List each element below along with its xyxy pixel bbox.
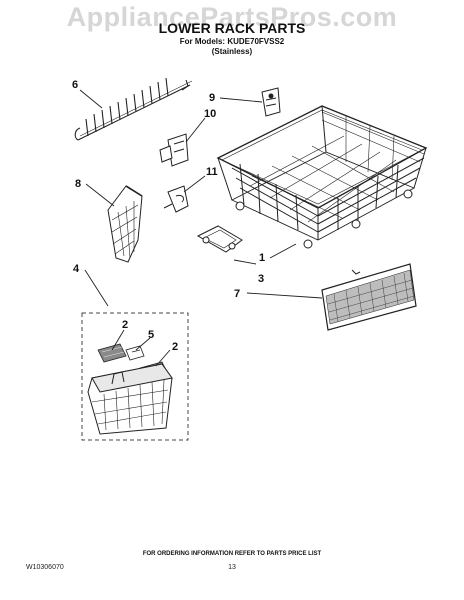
variant-line: (Stainless)	[211, 47, 253, 56]
watermark: AppliancePartsPros.com	[66, 2, 398, 32]
part-11-hook	[163, 185, 189, 213]
part-10-bracket	[159, 133, 189, 167]
models-line: For Models: KUDE70FVSS2	[179, 37, 285, 46]
part-9-clip	[261, 87, 281, 117]
page-title: LOWER RACK PARTS	[158, 20, 306, 36]
callout-8: 8	[75, 178, 81, 190]
leader-lines	[79, 89, 323, 367]
callout-2-right: 2	[172, 341, 178, 353]
callout-1: 1	[259, 252, 265, 264]
callout-9: 9	[209, 92, 215, 104]
part-1-lower-rack	[216, 105, 428, 249]
part-6-tine-row	[74, 77, 193, 141]
part-7-screen	[321, 263, 417, 331]
ordering-note: FOR ORDERING INFORMATION REFER TO PARTS …	[142, 551, 322, 557]
callout-4: 4	[73, 263, 80, 275]
callout-10: 10	[204, 108, 216, 120]
callout-7: 7	[234, 288, 240, 300]
part-5-hinge	[125, 345, 145, 361]
callout-11: 11	[206, 166, 218, 178]
callout-2-left: 2	[122, 319, 128, 331]
silverware-basket	[87, 363, 173, 435]
part-3-wheel-carrier	[196, 225, 243, 253]
callout-6: 6	[72, 79, 78, 91]
part-4-assembly-box	[81, 312, 189, 441]
callout-5: 5	[148, 329, 154, 341]
document-id: W10306070	[26, 564, 64, 571]
page-number: 13	[228, 564, 236, 571]
part-2-lid-left	[97, 343, 127, 363]
callout-3: 3	[258, 273, 264, 285]
part-8-small-basket	[107, 185, 143, 263]
